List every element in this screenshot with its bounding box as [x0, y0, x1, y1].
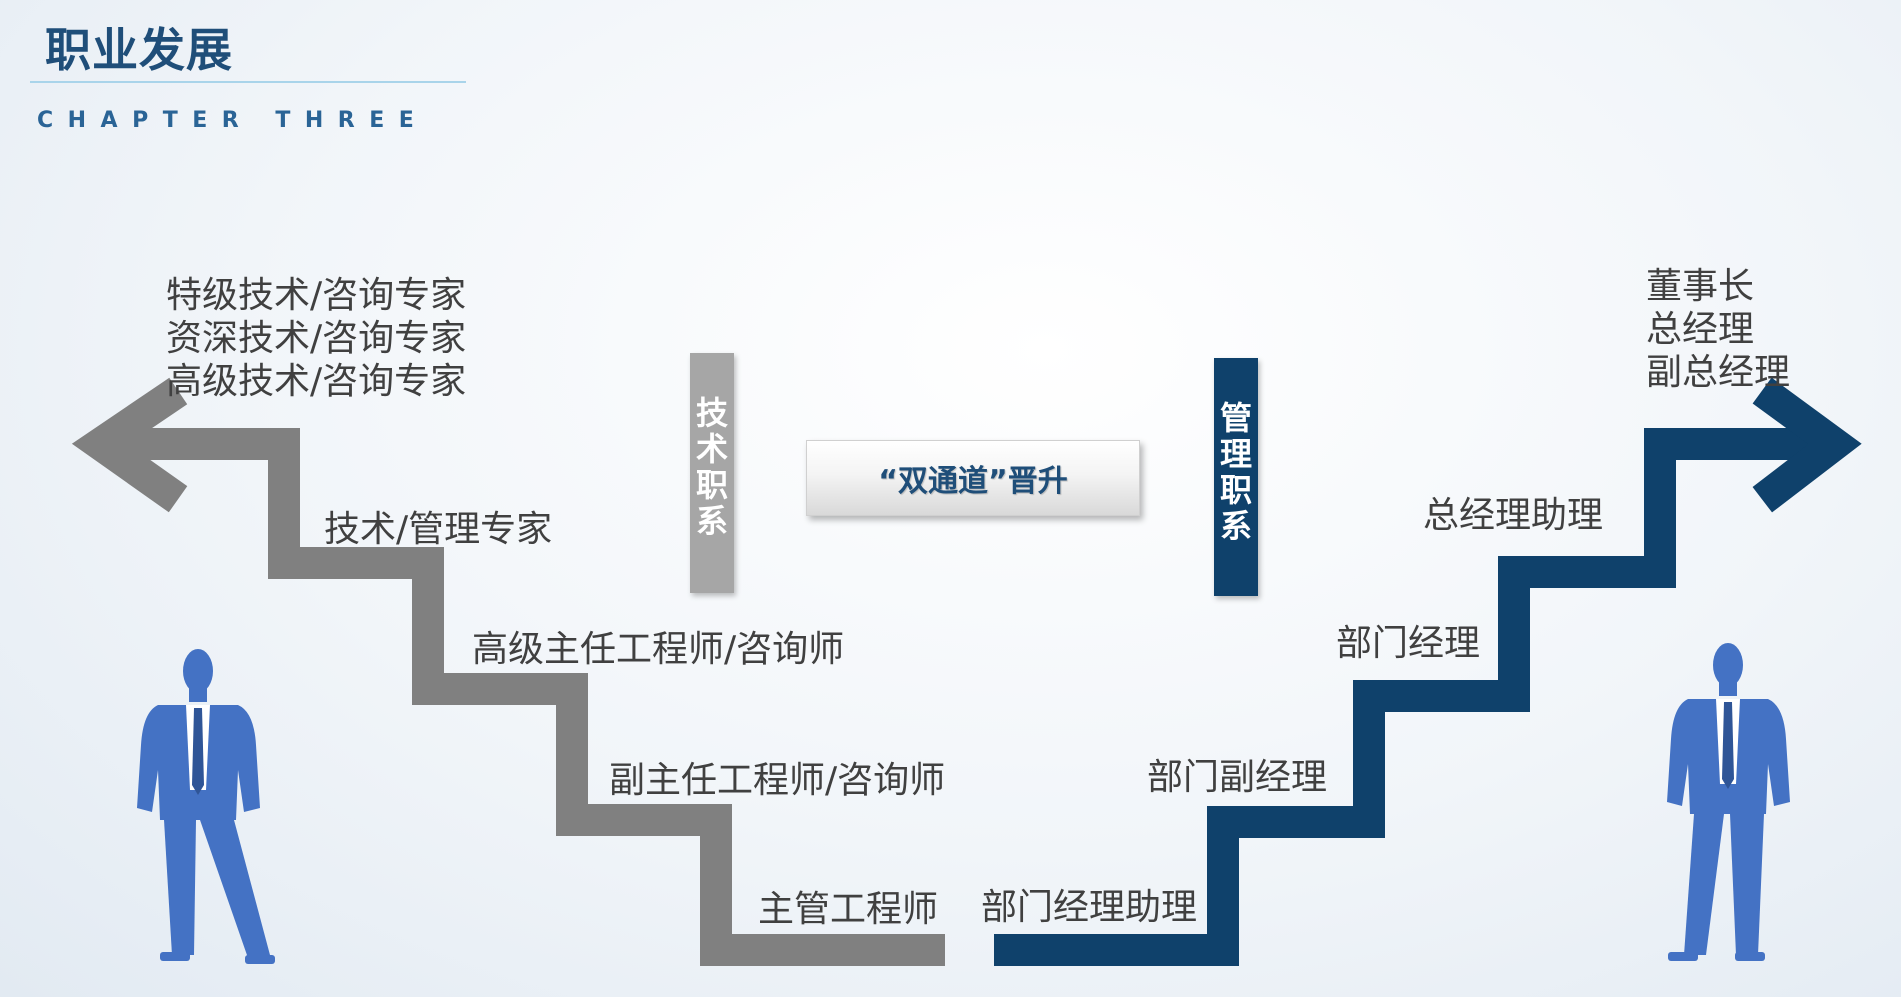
tech-top-title-3: 高级技术/咨询专家 [166, 361, 467, 402]
mgmt-step-label-1: 总经理助理 [1423, 495, 1604, 536]
mgmt-step-label-2: 部门经理 [1336, 623, 1481, 664]
page-title: 职业发展 [45, 23, 233, 77]
mgmt-top-title-1: 董事长 [1646, 266, 1755, 307]
dual-channel-box: “双通道”晋升 [806, 440, 1140, 516]
tech-track-label-box: 技术职系 [690, 353, 734, 593]
mgmt-track-label-box: 管理职系 [1214, 358, 1258, 596]
tech-track-arrowhead [71, 377, 188, 513]
tech-track-name: 技术职系 [695, 394, 728, 540]
mgmt-track-staircase [994, 428, 1835, 966]
tech-track-staircase [100, 428, 945, 966]
businessman-silhouette-left [137, 649, 275, 964]
businessman-silhouette-right [1667, 643, 1790, 961]
mgmt-step-label-4: 部门经理助理 [981, 887, 1198, 928]
title-underline [30, 81, 466, 83]
mgmt-step-label-3: 部门副经理 [1147, 757, 1328, 798]
dual-channel-label: “双通道”晋升 [878, 464, 1068, 499]
tech-step-label-3: 副主任工程师/咨询师 [609, 760, 946, 801]
mgmt-top-title-2: 总经理 [1646, 309, 1755, 350]
mgmt-track-arrowhead [1752, 377, 1862, 513]
mgmt-track-name: 管理职系 [1219, 399, 1252, 545]
chapter-subtitle: CHAPTER THREE [37, 108, 429, 133]
mgmt-top-title-3: 副总经理 [1646, 352, 1791, 393]
tech-top-title-2: 资深技术/咨询专家 [166, 318, 467, 359]
tech-step-label-1: 技术/管理专家 [324, 509, 553, 550]
tech-step-label-4: 主管工程师 [758, 889, 939, 930]
tech-top-title-1: 特级技术/咨询专家 [166, 275, 467, 316]
tech-step-label-2: 高级主任工程师/咨询师 [472, 629, 845, 670]
